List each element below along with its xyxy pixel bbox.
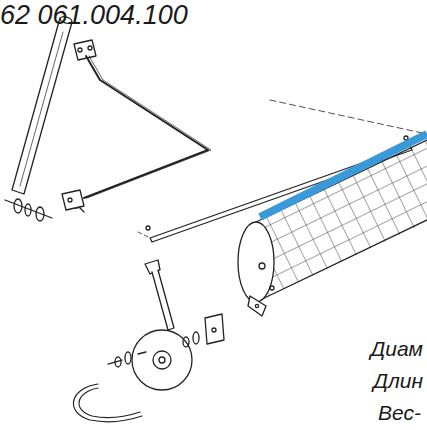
axis-line xyxy=(138,232,150,238)
highlighted-bar xyxy=(260,134,427,217)
spec-label: Вес- xyxy=(378,402,421,423)
spec-label: Диам xyxy=(370,338,423,359)
connecting-rod xyxy=(87,56,211,198)
part-number: 62 061.004.100 xyxy=(0,2,188,29)
spring-tine xyxy=(73,384,142,422)
disc-assembly xyxy=(108,260,224,390)
roller-tube xyxy=(12,15,73,194)
axis-line xyxy=(270,100,427,134)
mesh-roller xyxy=(238,120,427,320)
connecting-rod xyxy=(84,56,208,198)
spec-label: Длин xyxy=(373,370,423,391)
